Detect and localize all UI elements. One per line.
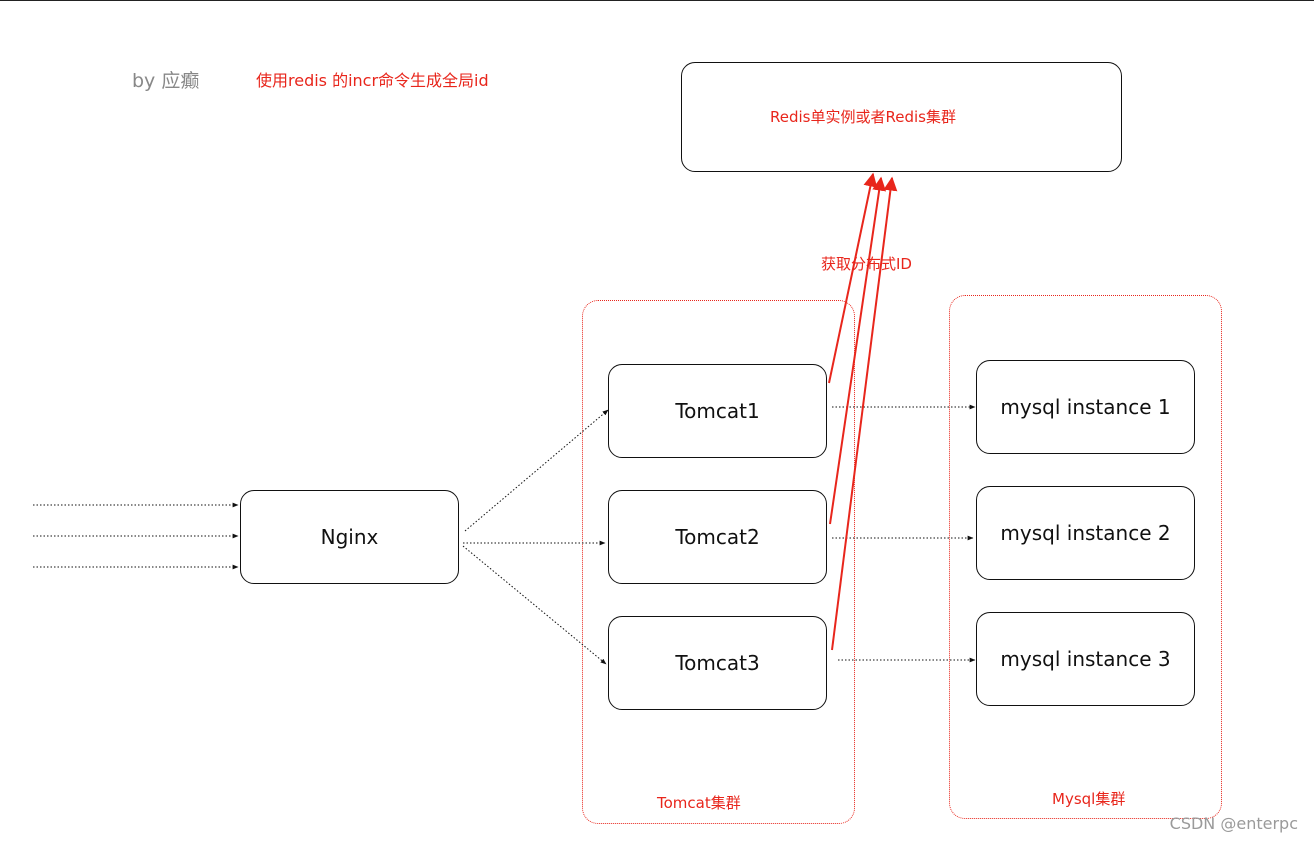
mysql-node-label: mysql instance 2 — [1000, 521, 1171, 545]
mysql1-node: mysql instance 1 — [976, 360, 1195, 454]
nginx-to-tomcat1-arrow — [464, 409, 609, 532]
mysql3-node: mysql instance 3 — [976, 612, 1195, 706]
top-rule — [0, 0, 1314, 1]
watermark: CSDN @enterpc — [1169, 814, 1298, 833]
mysql-cluster-boundary — [949, 295, 1222, 819]
mysql-node-label: mysql instance 3 — [1000, 647, 1171, 671]
mysql-node-label: mysql instance 1 — [1000, 395, 1171, 419]
tomcat2-to-redis-arrow — [829, 176, 887, 525]
tomcat3-node: Tomcat3 — [608, 616, 827, 710]
tomcat-cluster-boundary — [582, 300, 855, 824]
nginx-to-tomcat3-arrow — [462, 545, 607, 665]
mysql-cluster-label: Mysql集群 — [1052, 790, 1126, 808]
tomcat2-node: Tomcat2 — [608, 490, 827, 584]
tomcat-cluster-label: Tomcat集群 — [657, 794, 741, 812]
tomcat3-to-redis-arrow — [831, 176, 898, 651]
get-distributed-id-label: 获取分布式ID — [821, 255, 912, 273]
diagram-heading: 使用redis 的incr命令生成全局id — [256, 71, 489, 90]
tomcat1-node: Tomcat1 — [608, 364, 827, 458]
mysql2-node: mysql instance 2 — [976, 486, 1195, 580]
author-byline: by 应癫 — [132, 70, 200, 92]
redis-node: Redis单实例或者Redis集群 — [681, 62, 1122, 172]
tomcat-node-label: Tomcat3 — [675, 651, 760, 675]
tomcat1-to-redis-arrow — [828, 172, 878, 384]
redis-node-label: Redis单实例或者Redis集群 — [770, 107, 956, 126]
tomcat-node-label: Tomcat1 — [675, 399, 760, 423]
nginx-node-label: Nginx — [320, 525, 379, 549]
tomcat-node-label: Tomcat2 — [675, 525, 760, 549]
nginx-node: Nginx — [240, 490, 459, 584]
